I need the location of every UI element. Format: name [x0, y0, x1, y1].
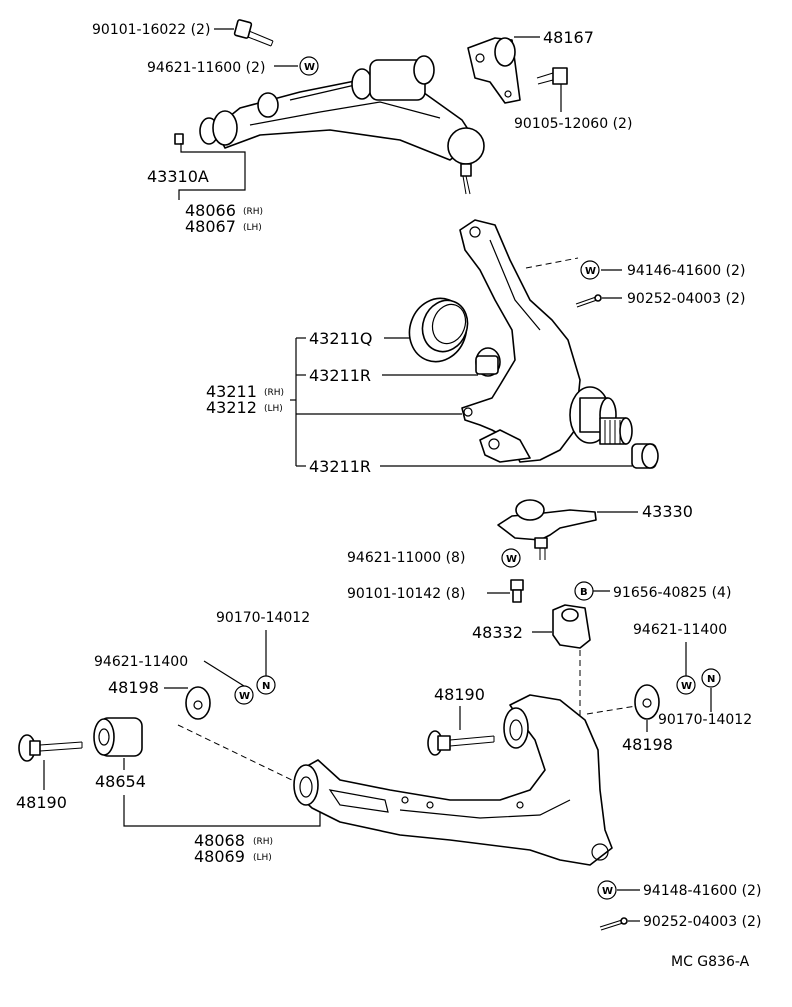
bolt-90101-16022-icon [233, 19, 274, 47]
label-90105-12060: 90105-12060 (2) [514, 116, 632, 132]
label-48654: 48654 [95, 772, 146, 791]
label-94621-11400: 94621-11400 [94, 654, 188, 670]
bolt-symbol-text: B [580, 587, 588, 598]
washer-plate-48198-icon [185, 686, 211, 720]
cotter-pin-icon [575, 294, 602, 308]
label-48068: 48068 [194, 831, 245, 850]
label-48069: 48069 [194, 847, 245, 866]
seal-43211q-icon [408, 297, 469, 363]
label-94146-41600: 94146-41600 (2) [627, 263, 745, 279]
bolt-48190-left-icon [18, 734, 83, 762]
nut-symbol-text: N [262, 681, 270, 692]
washer-symbol-icon [597, 880, 617, 900]
label-43211: 43211 [206, 382, 257, 401]
diagram-code: MC G836-A [671, 954, 750, 970]
label-48067-side: (LH) [243, 223, 262, 233]
label-48068-side: (RH) [253, 837, 273, 847]
label-43212: 43212 [206, 398, 257, 417]
label-48067: 48067 [185, 217, 236, 236]
nut-symbol-icon [701, 668, 721, 688]
washer-symbol-icon [234, 685, 254, 705]
washer-symbol-icon [501, 548, 521, 568]
bolt-90105-12060-icon [536, 67, 568, 85]
label-43310a: 43310A [147, 167, 209, 186]
label-90101-10142: 90101-10142 (8) [347, 586, 465, 602]
label-48332: 48332 [472, 623, 523, 642]
washer-symbol-icon [580, 260, 600, 280]
washer-symbol-text: W [681, 681, 692, 692]
washer-symbol-icon [676, 675, 696, 695]
washer-symbol-text: W [602, 886, 613, 897]
washer-symbol-text: W [239, 691, 250, 702]
washer-symbol-icon [299, 56, 319, 76]
washer-plate-48198-right-icon [634, 684, 660, 720]
label-43211q: 43211Q [309, 329, 373, 348]
label-90252-04003: 90252-04003 (2) [627, 291, 745, 307]
bracket-48167-icon [467, 37, 521, 104]
lower-control-arm-icon [293, 694, 613, 866]
label-48069-side: (LH) [253, 853, 272, 863]
label-48190-right: 48190 [434, 685, 485, 704]
label-43211-side: (RH) [264, 388, 284, 398]
bolt-90101-10142-icon [510, 579, 524, 603]
bolt-48190-right-icon [427, 730, 495, 756]
label-90170-14012-right: 90170-14012 [658, 712, 752, 728]
label-43211r-lower: 43211R [309, 457, 371, 476]
nut-symbol-icon [256, 675, 276, 695]
label-90101-16022: 90101-16022 (2) [92, 22, 210, 38]
label-43211r: 43211R [309, 366, 371, 385]
nut-symbol-text: N [707, 674, 715, 685]
bumper-48332-icon [552, 604, 591, 649]
washer-symbol-text: W [304, 62, 315, 73]
label-48198-right: 48198 [622, 735, 673, 754]
label-48198: 48198 [108, 678, 159, 697]
washer-symbol-text: W [585, 266, 596, 277]
label-90170-14012: 90170-14012 [216, 610, 310, 626]
label-94148-41600: 94148-41600 (2) [643, 883, 761, 899]
label-48167: 48167 [543, 28, 594, 47]
bushing-48654-icon [93, 717, 143, 757]
label-90252-04003-lower: 90252-04003 (2) [643, 914, 761, 930]
label-43330: 43330 [642, 502, 693, 521]
upper-control-arm-icon [199, 55, 485, 195]
label-48190: 48190 [16, 793, 67, 812]
label-48066-side: (RH) [243, 207, 263, 217]
label-43212-side: (LH) [264, 404, 283, 414]
bolt-43310a-icon [174, 133, 184, 145]
steering-knuckle-icon [459, 219, 633, 463]
cotter-pin-lower-icon [599, 917, 628, 931]
bushing-43211r-icon [475, 347, 501, 377]
label-91656-40825: 91656-40825 (4) [613, 585, 731, 601]
label-94621-11400-right: 94621-11400 [633, 622, 727, 638]
washer-symbol-text: W [506, 554, 517, 565]
label-94621-11000: 94621-11000 (8) [347, 550, 465, 566]
label-94621-11600: 94621-11600 (2) [147, 60, 265, 76]
bushing-43211r-lower-icon [631, 443, 659, 469]
ball-joint-43330-icon [497, 499, 597, 560]
label-48066: 48066 [185, 201, 236, 220]
